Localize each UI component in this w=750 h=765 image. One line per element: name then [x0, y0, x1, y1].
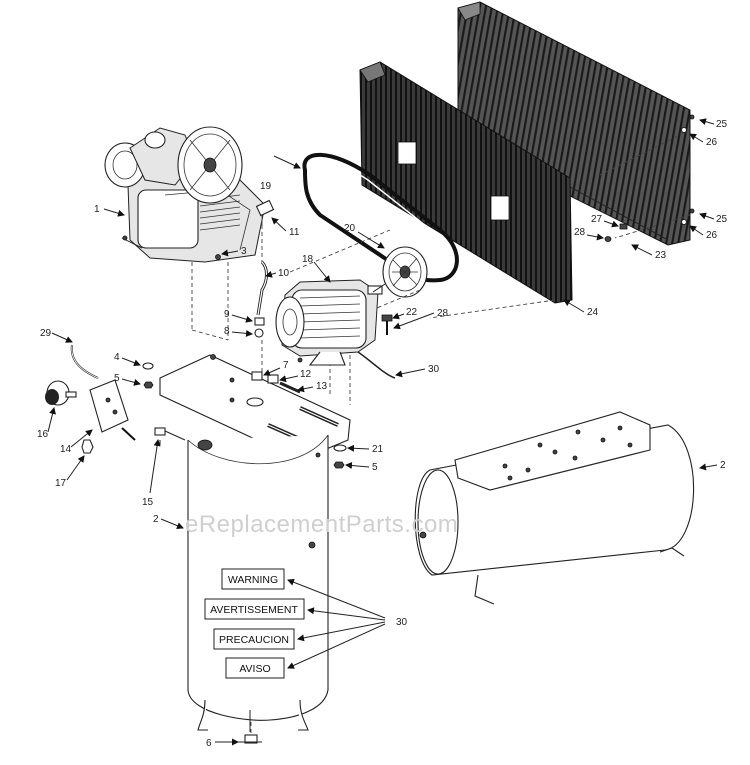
callout-20: 20 [344, 223, 356, 234]
precaucion-label: PRECAUCION [219, 634, 289, 646]
callout-15: 15 [142, 497, 154, 508]
motor-pulley [382, 246, 428, 298]
callout-26a: 26 [706, 137, 718, 148]
callout-27: 27 [591, 214, 603, 225]
callout-30b: 30 [396, 617, 408, 628]
drive-belt [302, 152, 459, 283]
callout-17: 17 [55, 478, 67, 489]
callout-22: 22 [406, 307, 418, 318]
callout-28a: 28 [574, 227, 586, 238]
warning-label: WARNING [228, 574, 278, 586]
electric-motor [275, 279, 386, 366]
callout-3: 3 [241, 246, 247, 257]
discharge-tube [254, 260, 268, 338]
callout-28b: 28 [437, 308, 449, 319]
check-valve-fitting [255, 199, 275, 225]
callout-16: 16 [37, 429, 49, 440]
compressor-pump [104, 126, 266, 263]
callout-25b: 25 [716, 214, 728, 225]
callout-14: 14 [60, 444, 72, 455]
callouts: 1 3 11 10 9 8 19 20 18 22 28 24 23 25 26 [37, 114, 728, 749]
callout-24: 24 [587, 307, 599, 318]
callout-25a: 25 [716, 119, 728, 130]
callout-11: 11 [289, 227, 300, 238]
callout-30a: 30 [428, 364, 440, 375]
drain-valve [238, 722, 262, 744]
pressure-switch-assembly [45, 344, 186, 454]
callout-1: 1 [94, 204, 100, 215]
avertissement-label: AVERTISSEMENT [210, 604, 298, 616]
horizontal-tank [414, 411, 695, 605]
callout-18: 18 [302, 254, 314, 265]
warning-labels: WARNING AVERTISSEMENT PRECAUCION AVISO [204, 568, 386, 679]
belt-guard-front [359, 61, 573, 304]
callout-6: 6 [206, 738, 212, 749]
callout-4: 4 [114, 352, 120, 363]
small-fittings [142, 362, 347, 469]
callout-10: 10 [278, 268, 290, 279]
callout-26b: 26 [706, 230, 718, 241]
callout-29: 29 [40, 328, 52, 339]
callout-21: 21 [372, 444, 384, 455]
callout-8: 8 [224, 326, 230, 337]
watermark: eReplacementParts.com [185, 511, 458, 538]
callout-7: 7 [283, 360, 289, 371]
callout-19: 19 [260, 181, 272, 192]
callout-2b: 2 [720, 460, 726, 471]
callout-9: 9 [224, 309, 230, 320]
callout-2a: 2 [153, 514, 159, 525]
callout-23: 23 [655, 250, 667, 261]
callout-5b: 5 [372, 462, 378, 473]
aviso-label: AVISO [239, 663, 270, 675]
callout-12: 12 [300, 369, 312, 380]
callout-5a: 5 [114, 373, 120, 384]
motor-wire [357, 351, 396, 379]
motor-bolt [381, 314, 393, 335]
callout-13: 13 [316, 381, 328, 392]
